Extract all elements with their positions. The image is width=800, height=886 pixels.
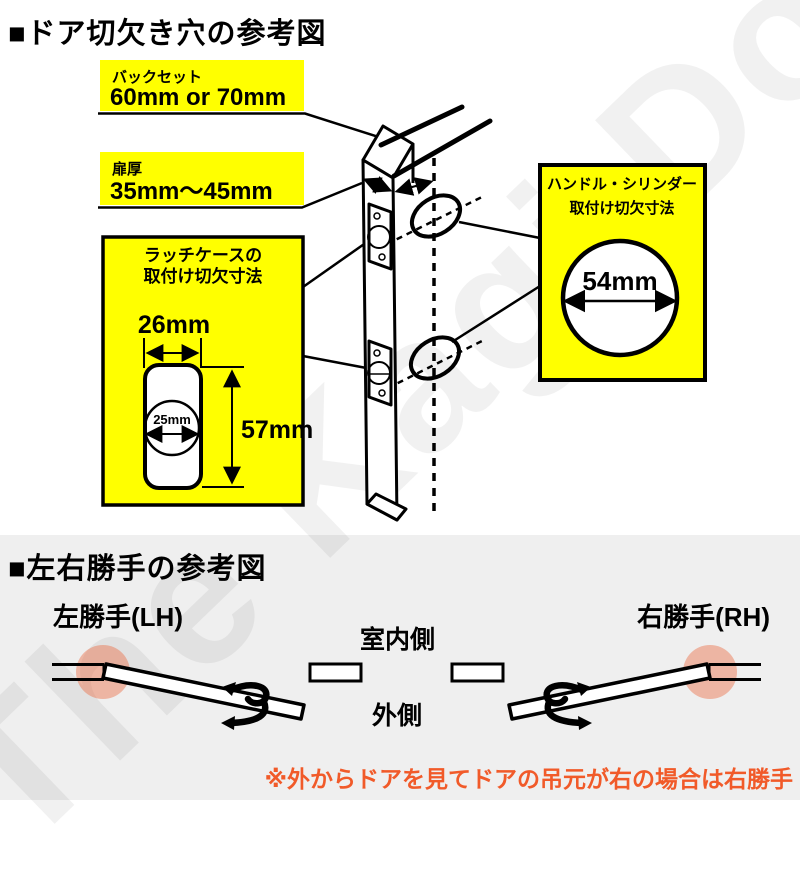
door-thickness-label: 扉厚 bbox=[111, 160, 142, 178]
door-thickness-arrow bbox=[362, 176, 393, 194]
latch-cutout-width-value: 26mm bbox=[138, 311, 210, 339]
upper-hole-ellipse bbox=[409, 193, 463, 239]
backset-pointer-line bbox=[98, 112, 392, 143]
lower-faceplate-screw-top bbox=[373, 349, 381, 357]
outdoor-side-label: 外側 bbox=[372, 702, 423, 730]
door-thickness-label-box: 扉厚 35mm〜45mm bbox=[100, 152, 304, 205]
cylinder-hole-diameter-value: 54mm bbox=[582, 266, 657, 296]
door-cutout-diagram: バックセット 60mm or 70mm 扉厚 35mm〜45mm ラッチケースの… bbox=[98, 60, 707, 522]
lower-faceplate-bolt-circle bbox=[367, 361, 391, 385]
latch-hole-diameter-value: 25mm bbox=[153, 412, 191, 427]
door-handing-diagram bbox=[52, 535, 800, 800]
door-stile-bottom-face bbox=[365, 492, 408, 522]
handing-note: ※外からドアを見てドアの吊元が右の場合は右勝手 bbox=[264, 766, 793, 792]
backset-value: 60mm or 70mm bbox=[110, 84, 286, 111]
swing-arrow-upper-curve bbox=[227, 682, 270, 707]
cylinder-pointer-line-lower bbox=[451, 284, 541, 344]
upper-faceplate-screw-top bbox=[373, 212, 381, 220]
door-edge-drawing bbox=[361, 104, 493, 522]
latch-cutout-height-value: 57mm bbox=[241, 416, 313, 444]
indoor-side-label: 室内側 bbox=[360, 626, 436, 654]
backset-label-box: バックセット 60mm or 70mm bbox=[100, 60, 304, 111]
lower-hole-ellipse bbox=[408, 335, 462, 381]
door-thickness-pointer-line bbox=[98, 181, 363, 209]
upper-hole-centerline-dashed bbox=[376, 194, 485, 251]
handle-cylinder-label-line2: 取付け切欠寸法 bbox=[569, 199, 674, 217]
lower-faceplate-screw-bottom bbox=[378, 389, 386, 397]
cylinder-hole-circle bbox=[560, 238, 680, 358]
handle-cylinder-box: ハンドル・シリンダー 取付け切欠寸法 54mm bbox=[538, 163, 707, 382]
door-top-rail-back bbox=[378, 104, 465, 148]
door-top-rail-front bbox=[391, 118, 493, 179]
upper-faceplate-latch-circle bbox=[367, 225, 391, 249]
door-leaf bbox=[101, 662, 306, 721]
right-hand-door-diagram bbox=[452, 645, 761, 730]
left-hand-label: 左勝手(LH) bbox=[53, 602, 183, 632]
swing-arrow-head-top bbox=[222, 682, 236, 696]
backset-arrow bbox=[394, 177, 434, 196]
swing-arrow bbox=[221, 682, 270, 730]
handle-cylinder-label-line1: ハンドル・シリンダー bbox=[547, 175, 697, 193]
upper-faceplate-screw-bottom bbox=[378, 253, 386, 261]
latch-case-label-line1: ラッチケースの bbox=[144, 246, 262, 265]
swing-arrow-head-bottom bbox=[221, 716, 235, 730]
handing-section-title: ■左右勝手の参考図 bbox=[8, 553, 267, 585]
cylinder-pointer-line-upper bbox=[458, 220, 541, 240]
right-hand-label: 右勝手(RH) bbox=[637, 602, 770, 632]
handing-section-background bbox=[0, 535, 800, 800]
backset-label-bg bbox=[100, 60, 304, 111]
door-thickness-label-bg bbox=[100, 152, 304, 205]
cutout-section-title: ■ドア切欠き穴の参考図 bbox=[8, 18, 327, 50]
door-thickness-value: 35mm〜45mm bbox=[110, 178, 273, 205]
center-wall-segment bbox=[308, 662, 363, 683]
latch-case-label-line2: 取付け切欠寸法 bbox=[144, 266, 263, 286]
swing-arrow-lower-curve bbox=[226, 698, 269, 727]
latch-case-box: ラッチケースの 取付け切欠寸法 26mm 25mm 57mm bbox=[101, 235, 313, 507]
left-hand-door-diagram bbox=[52, 645, 363, 730]
backset-label: バックセット bbox=[112, 69, 202, 86]
lower-hole-centerline-dashed bbox=[377, 338, 485, 395]
